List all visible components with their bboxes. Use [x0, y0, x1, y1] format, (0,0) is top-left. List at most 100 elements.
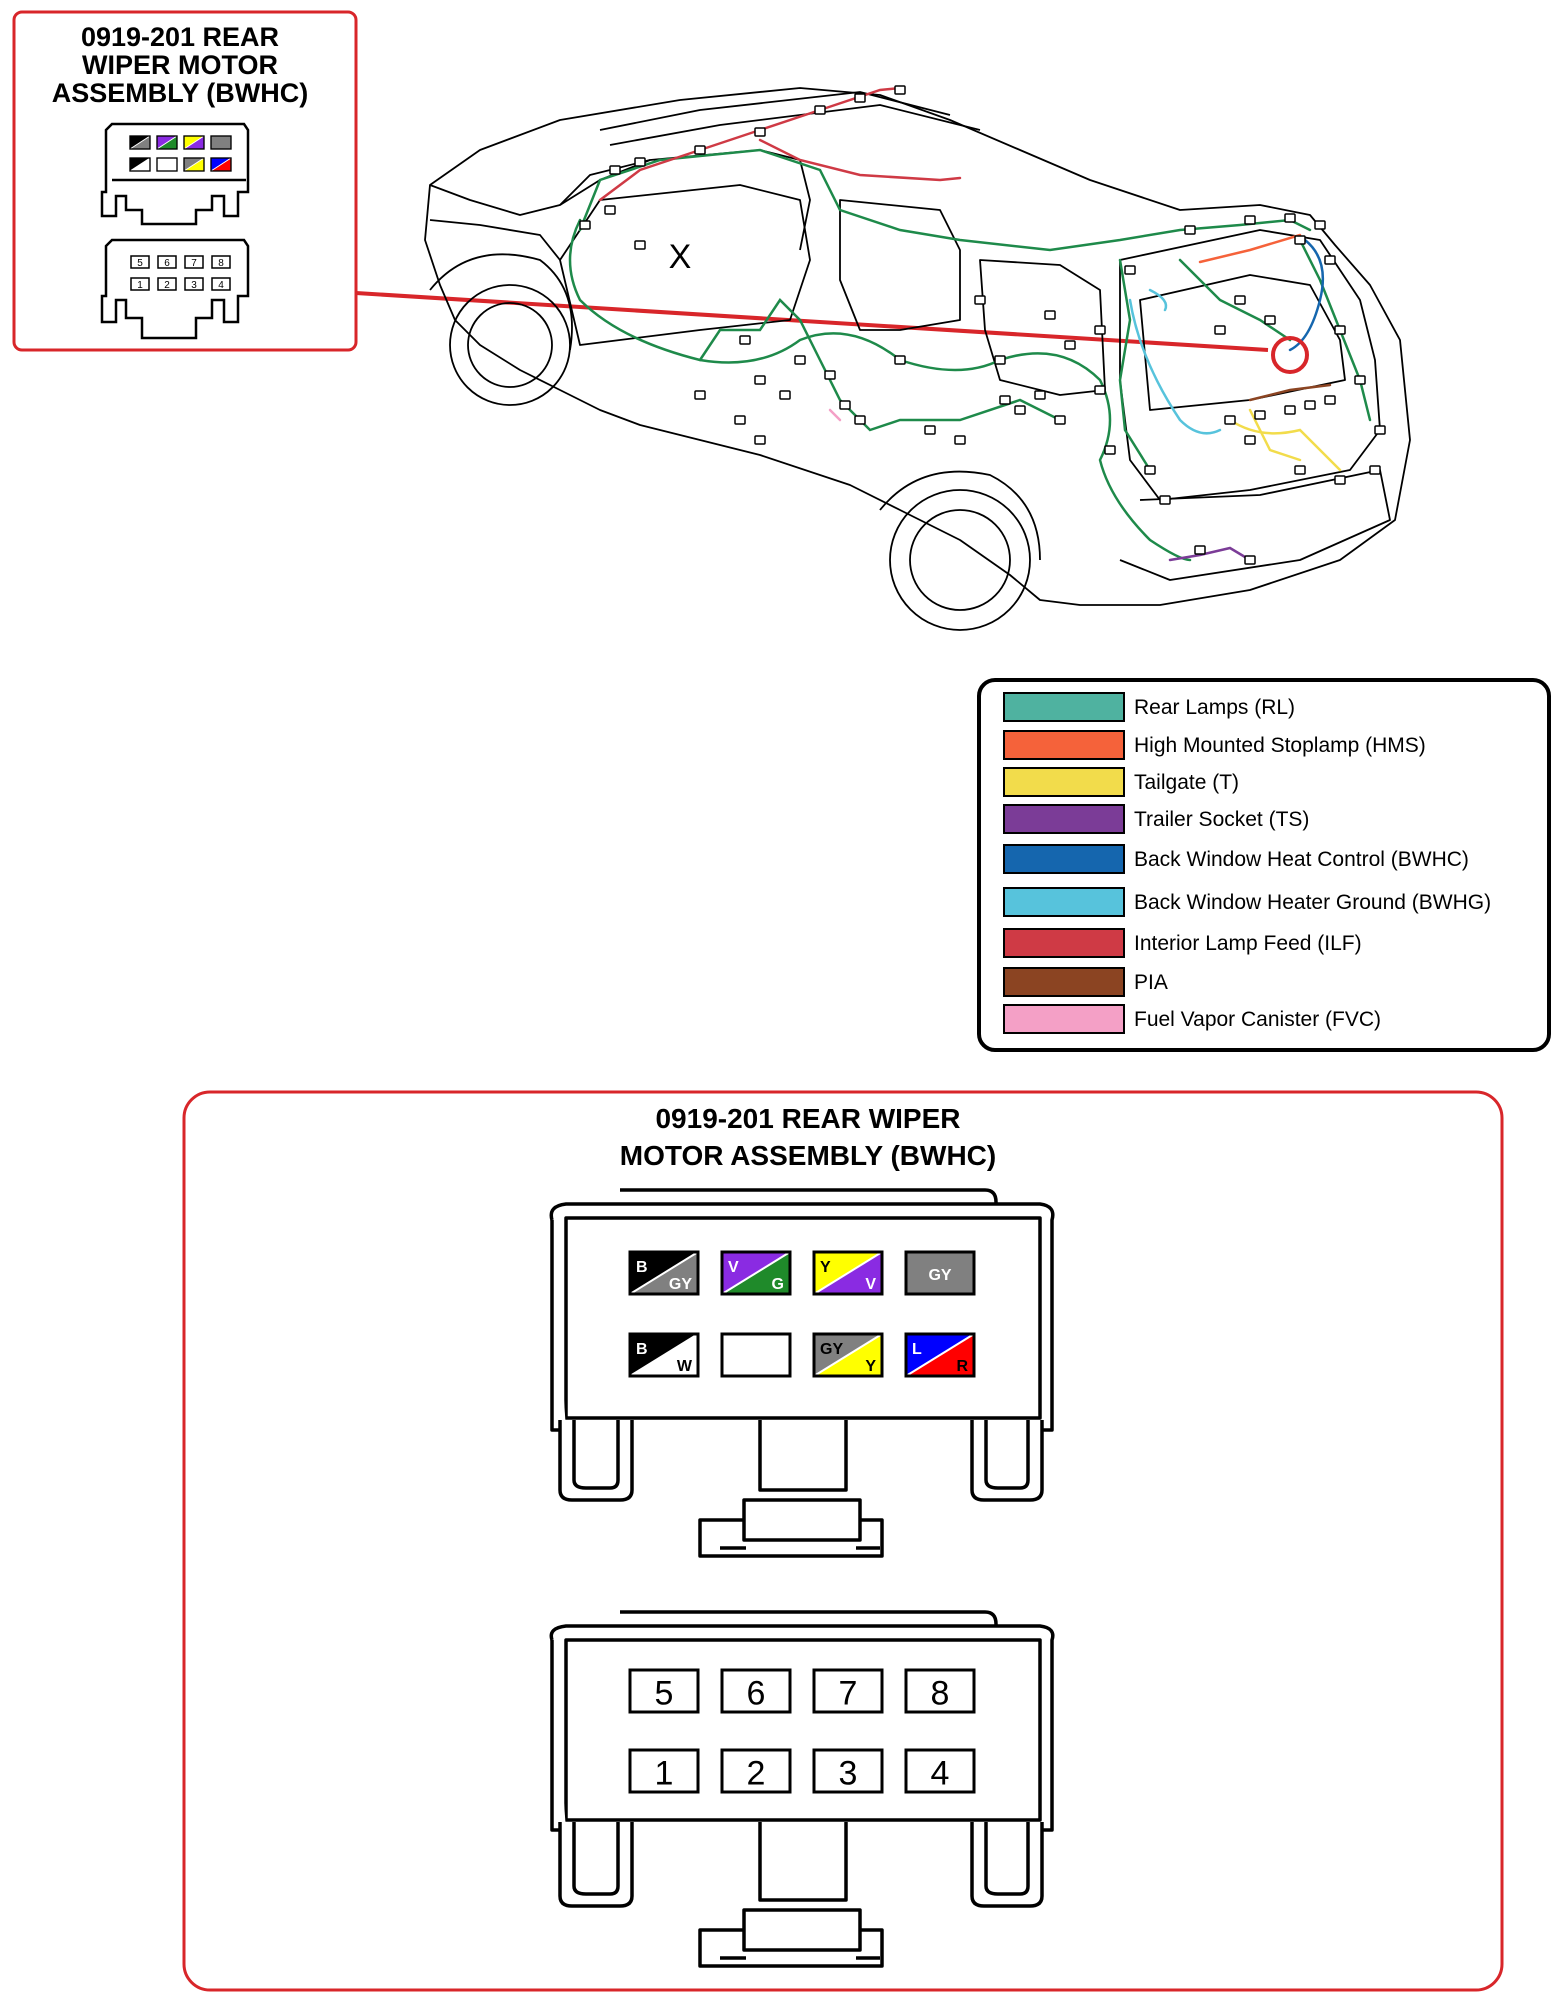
legend-swatch	[1003, 887, 1125, 917]
vehicle-marker-x: X	[669, 238, 692, 276]
svg-text:W: W	[677, 1358, 693, 1375]
harness-connector	[734, 415, 746, 425]
inset-pin-number: 4	[211, 277, 231, 291]
inset-wire-swatch	[183, 135, 205, 150]
svg-text:GY: GY	[928, 1267, 951, 1284]
wiper-motor-location-marker	[1271, 336, 1309, 374]
harness-connector	[1044, 310, 1056, 320]
legend-label: Rear Lamps (RL)	[1134, 696, 1295, 719]
svg-text:6: 6	[164, 258, 170, 269]
pin-number-cell: 3	[812, 1748, 884, 1794]
pin-number-cell: 1	[628, 1748, 700, 1794]
inset-wire-swatch	[156, 135, 178, 150]
harness-connector	[794, 355, 806, 365]
legend-label: Trailer Socket (TS)	[1134, 808, 1309, 831]
svg-text:L: L	[912, 1341, 922, 1358]
wire-color-pin: BGY	[628, 1250, 700, 1296]
harness-connector	[1284, 405, 1296, 415]
harness-connector	[1014, 405, 1026, 415]
harness-connector	[1064, 340, 1076, 350]
harness-connector	[1194, 545, 1206, 555]
wire-color-pin: BW	[628, 1332, 700, 1378]
inset-pin-number: 7	[184, 255, 204, 269]
harness-connector	[754, 375, 766, 385]
pin-number-cell: 6	[720, 1668, 792, 1714]
inset-wire-swatch	[129, 135, 151, 150]
detail-frame	[182, 1090, 1504, 1992]
inset-wire-swatch	[129, 157, 151, 172]
harness-connector	[694, 145, 706, 155]
pin-number-cell: 5	[628, 1668, 700, 1714]
legend-label: Tailgate (T)	[1134, 771, 1239, 794]
harness-connector	[1334, 475, 1346, 485]
harness-connector	[1324, 255, 1336, 265]
harness-connector	[1304, 400, 1316, 410]
harness-connector	[839, 400, 851, 410]
inset-wire-swatches	[129, 135, 232, 172]
harness-connector	[1034, 390, 1046, 400]
pin-number-cell: 2	[720, 1748, 792, 1794]
svg-text:2: 2	[164, 280, 170, 291]
inset-title-line-2: WIPER MOTOR	[82, 50, 278, 80]
svg-text:7: 7	[839, 1674, 858, 1712]
harness-connector	[779, 390, 791, 400]
wire-color-pin: YV	[812, 1250, 884, 1296]
svg-text:7: 7	[191, 258, 197, 269]
harness-connector	[1124, 265, 1136, 275]
inset-wire-swatch	[210, 135, 232, 150]
svg-text:GY: GY	[669, 1276, 692, 1293]
inset-pin-number: 8	[211, 255, 231, 269]
inset-wire-swatch	[183, 157, 205, 172]
harness-connector	[1144, 465, 1156, 475]
legend-swatch	[1003, 1004, 1125, 1034]
detail-title-line-2: MOTOR ASSEMBLY (BWHC)	[620, 1140, 996, 1171]
wire-color-pin: LR	[904, 1332, 976, 1378]
svg-text:R: R	[956, 1358, 968, 1375]
svg-text:Y: Y	[820, 1259, 831, 1276]
harness-connector	[1244, 215, 1256, 225]
harness-connector	[814, 105, 826, 115]
harness-connector	[1374, 425, 1386, 435]
harness-connector	[1234, 295, 1246, 305]
wire-color-pin: VG	[720, 1250, 792, 1296]
harness-connector	[994, 355, 1006, 365]
legend-label: Interior Lamp Feed (ILF)	[1134, 932, 1362, 955]
legend-swatch	[1003, 692, 1125, 722]
harness-connector	[579, 220, 591, 230]
inset-title-line-3: ASSEMBLY (BWHC)	[52, 78, 309, 108]
detail-connector-wire-view	[549, 1188, 1055, 1558]
wire-color-pin	[720, 1332, 792, 1378]
legend: Rear Lamps (RL) High Mounted Stoplamp (HM…	[1003, 692, 1491, 1034]
svg-text:3: 3	[191, 280, 197, 291]
inset-pin-number: 2	[157, 277, 177, 291]
svg-text:G: G	[772, 1276, 784, 1293]
legend-swatch	[1003, 804, 1125, 834]
harness-connector	[1369, 465, 1381, 475]
svg-text:8: 8	[218, 258, 224, 269]
harness-connector	[999, 395, 1011, 405]
harness-connector	[1264, 315, 1276, 325]
inset-frame	[12, 10, 358, 352]
inset-pin-number: 3	[184, 277, 204, 291]
legend-label: Back Window Heater Ground (BWHG)	[1134, 891, 1491, 914]
svg-text:8: 8	[931, 1674, 950, 1712]
harness-connector	[1224, 415, 1236, 425]
harness-connector	[894, 85, 906, 95]
harness-connector	[1244, 555, 1256, 565]
svg-text:V: V	[865, 1276, 876, 1293]
harness-connector	[1094, 385, 1106, 395]
svg-text:GY: GY	[820, 1341, 843, 1358]
harness-connectors	[579, 85, 1386, 565]
svg-text:5: 5	[137, 258, 143, 269]
harness-connector	[1214, 325, 1226, 335]
harness-connector	[1294, 465, 1306, 475]
harness-connector	[1314, 220, 1326, 230]
harness-connector	[754, 435, 766, 445]
inset-wire-swatch	[156, 157, 178, 172]
legend-label: High Mounted Stoplamp (HMS)	[1134, 734, 1426, 757]
inset-title-line-1: 0919-201 REAR	[81, 22, 279, 52]
